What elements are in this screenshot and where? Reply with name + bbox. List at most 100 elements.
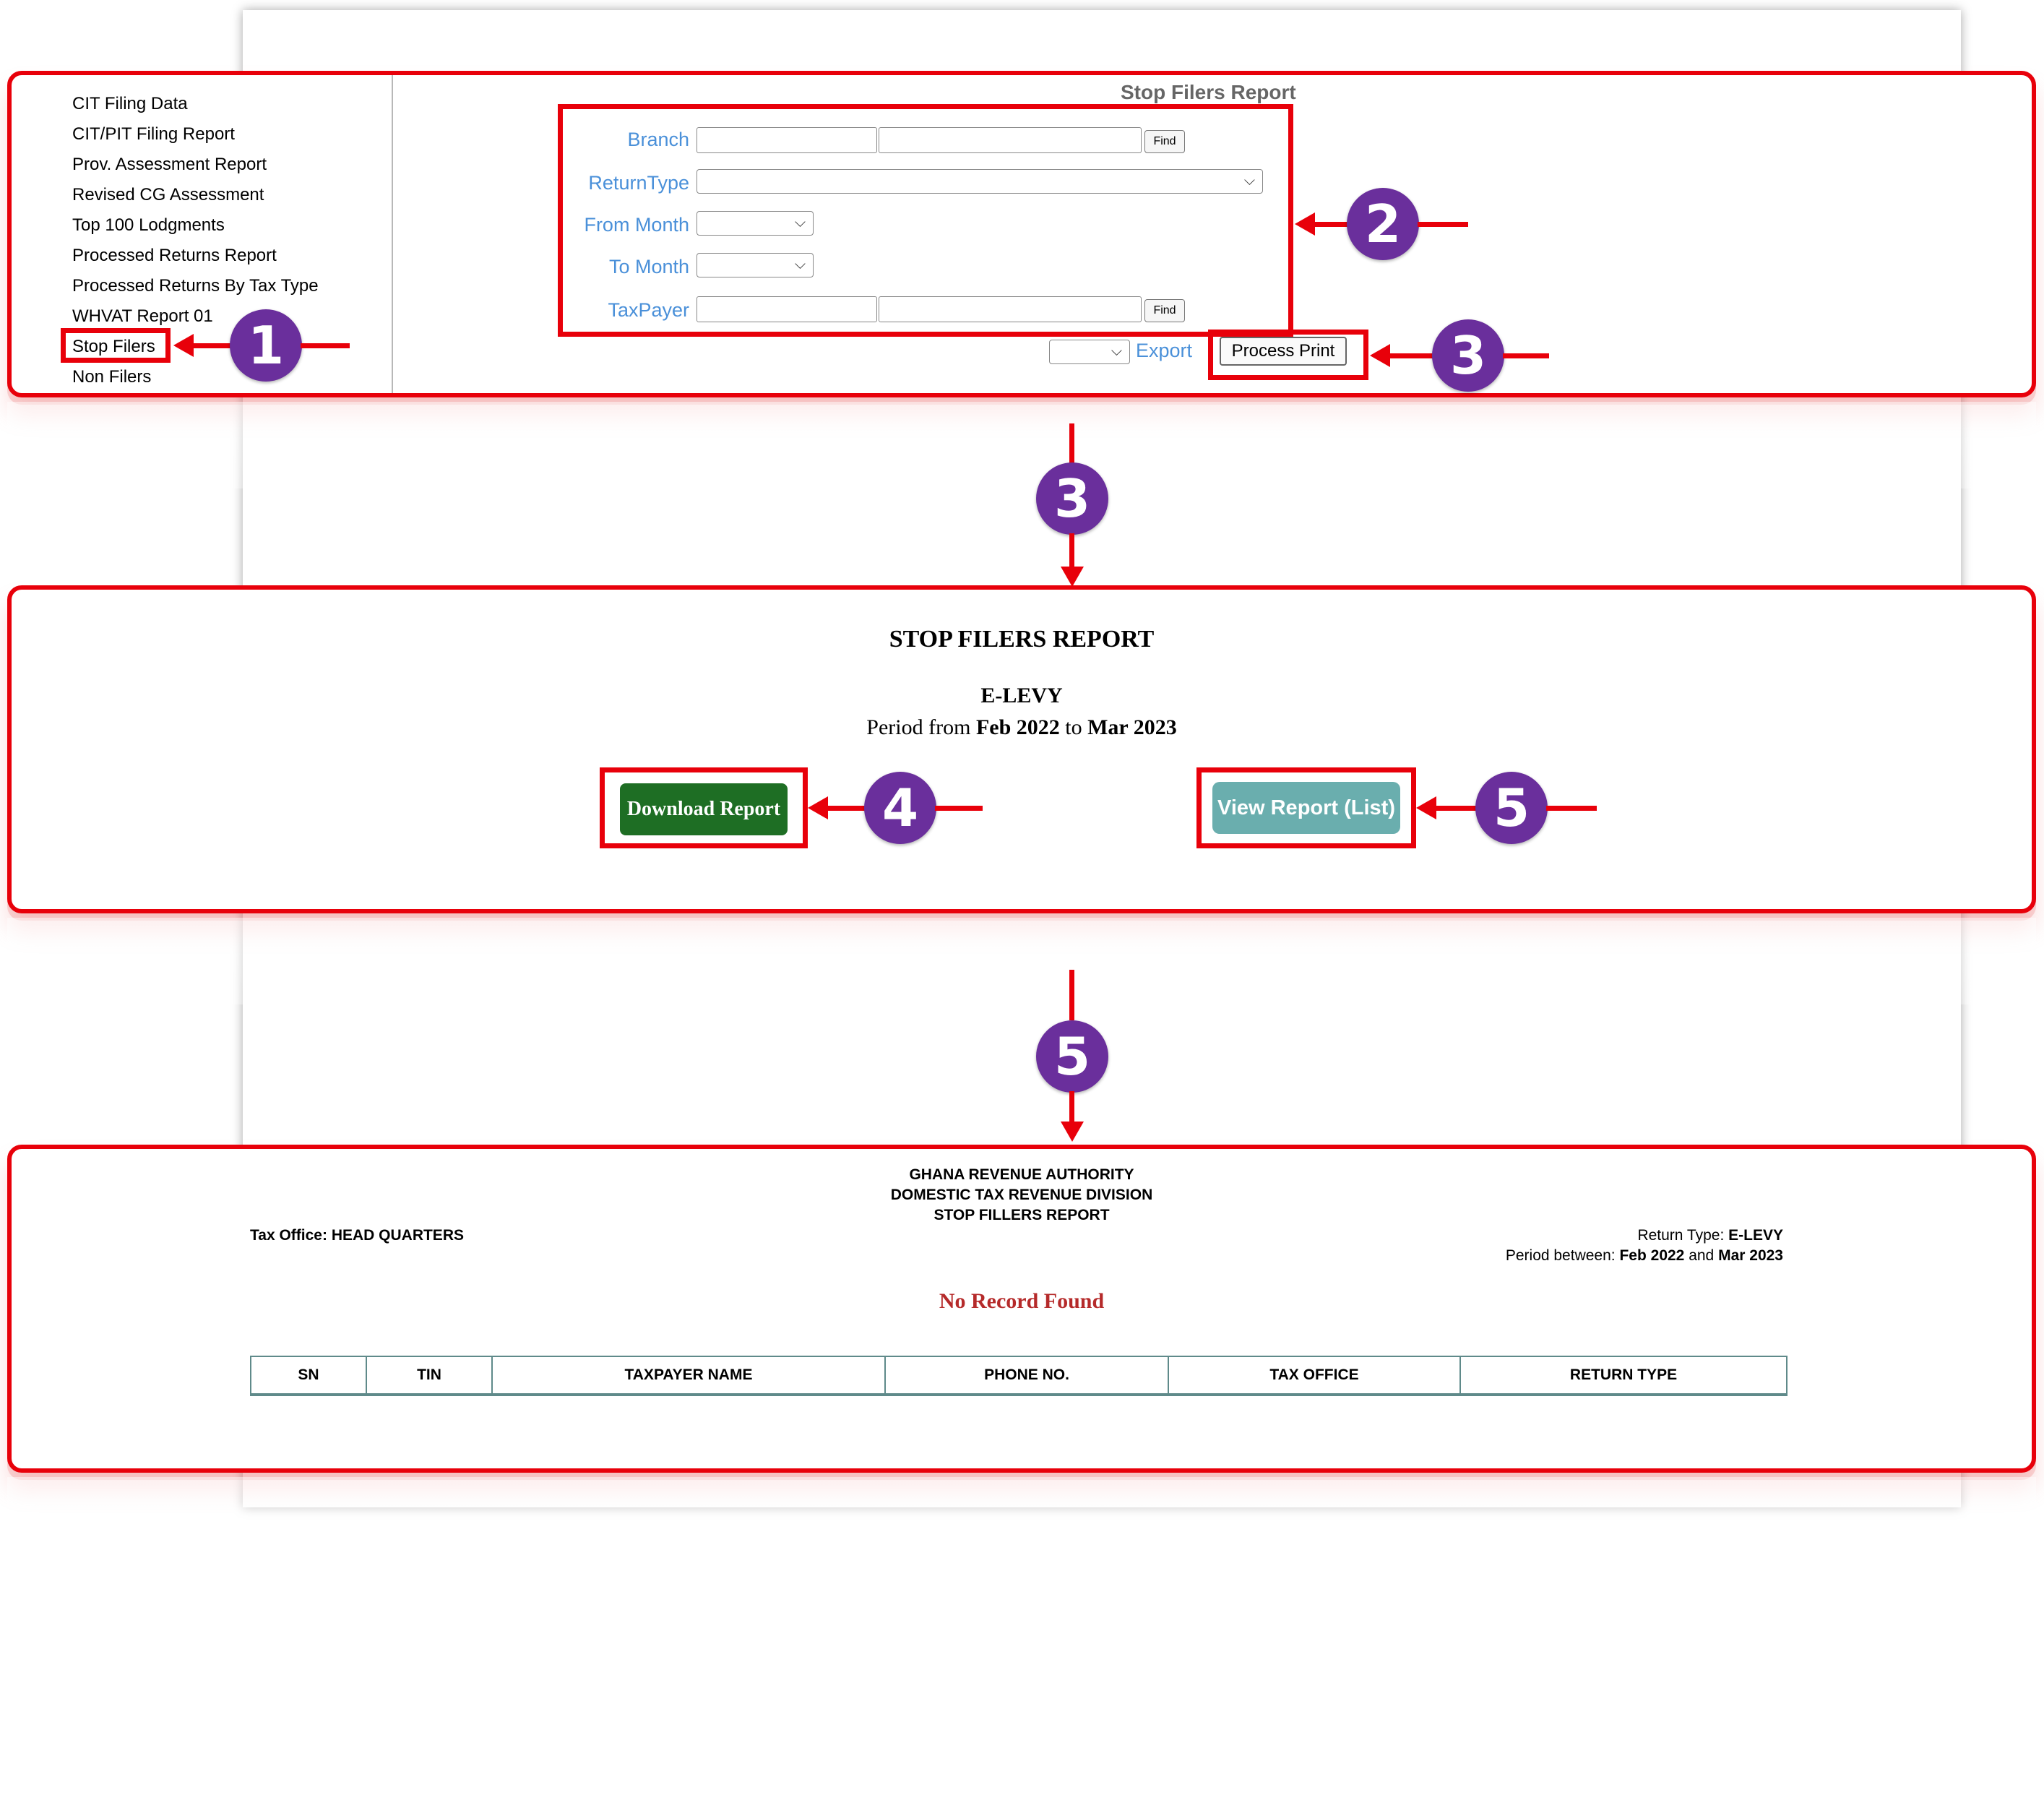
- report-division: DOMESTIC TAX REVENUE DIVISION: [890, 1187, 1153, 1203]
- highlight-form-fields: [558, 104, 1293, 337]
- download-report-button[interactable]: Download Report: [620, 783, 788, 835]
- highlight-view-list: [1196, 767, 1416, 848]
- highlight-stop-filers: [61, 328, 171, 363]
- period-between-from: Feb 2022: [1619, 1247, 1685, 1264]
- step-badge-5: 5: [1475, 772, 1548, 844]
- chevron-down-icon: ⌵: [794, 215, 806, 231]
- highlight-process-print: [1208, 330, 1368, 380]
- period-between-and: and: [1689, 1247, 1715, 1264]
- step-badge-3-flow: 3: [1036, 462, 1108, 535]
- summary-period: Period from Feb 2022 to Mar 2023: [12, 715, 2032, 740]
- arrow-icon: [173, 334, 194, 357]
- taxpayer-code-input[interactable]: [697, 296, 877, 322]
- column-header-tax-office: TAX OFFICE: [1168, 1356, 1461, 1396]
- period-prefix: Period from: [866, 715, 971, 739]
- taxpayer-name-input[interactable]: [879, 296, 1142, 322]
- return-type-value: E-LEVY: [1728, 1227, 1783, 1244]
- column-header-phone: PHONE NO.: [884, 1356, 1169, 1396]
- taxpayer-find-button[interactable]: Find: [1144, 299, 1185, 322]
- view-report-list-button[interactable]: View Report (List): [1212, 782, 1400, 834]
- connector-line: [935, 806, 983, 811]
- connector-line: [825, 806, 873, 811]
- sidebar-item-revised-cg-assessment[interactable]: Revised CG Assessment: [72, 185, 264, 205]
- tax-office-label: Tax Office:: [250, 1227, 327, 1244]
- arrow-icon: [1416, 796, 1436, 819]
- report-return-type: Return Type: E-LEVY: [1506, 1226, 1783, 1246]
- connector-line: [1069, 423, 1074, 496]
- step-panel-form: CIT Filing Data CIT/PIT Filing Report Pr…: [7, 71, 2036, 397]
- arrow-icon: [1061, 1122, 1084, 1142]
- process-print-button[interactable]: Process Print: [1220, 337, 1347, 366]
- connector-line: [1312, 222, 1355, 227]
- to-month-label: To Month: [608, 256, 689, 277]
- step-panel-report-list: GHANA REVENUE AUTHORITY DOMESTIC TAX REV…: [7, 1145, 2036, 1473]
- step-badge-5-flow: 5: [1036, 1020, 1108, 1093]
- sidebar-item-non-filers[interactable]: Non Filers: [72, 367, 152, 387]
- taxpayer-label: TaxPayer: [608, 299, 689, 321]
- report-meta: Return Type: E-LEVY Period between: Feb …: [1506, 1226, 1783, 1266]
- branch-find-button[interactable]: Find: [1144, 130, 1185, 153]
- column-header-sn: SN: [250, 1356, 367, 1396]
- sidebar-item-top-100-lodgments[interactable]: Top 100 Lodgments: [72, 215, 225, 235]
- step-badge-3: 3: [1432, 319, 1504, 392]
- connector-line: [1069, 970, 1074, 1020]
- branch-label: Branch: [627, 129, 689, 150]
- arrow-icon: [1370, 344, 1390, 367]
- connector-line: [1069, 1091, 1074, 1124]
- highlight-download: [600, 767, 808, 848]
- chevron-down-icon: ⌵: [794, 257, 806, 272]
- report-list-title: STOP FILLERS REPORT: [933, 1207, 1110, 1223]
- summary-return-type: E-LEVY: [980, 684, 1063, 707]
- sidebar-item-processed-returns-report[interactable]: Processed Returns Report: [72, 246, 277, 265]
- connector-line: [192, 343, 243, 348]
- connector-line: [301, 343, 350, 348]
- period-to-word: to: [1065, 715, 1082, 739]
- sidebar-item-whvat-report-01[interactable]: WHVAT Report 01: [72, 306, 213, 326]
- no-record-message: No Record Found: [939, 1289, 1105, 1313]
- connector-line: [1069, 533, 1074, 569]
- form-title: Stop Filers Report: [1121, 81, 1296, 103]
- summary-title: STOP FILERS REPORT: [889, 626, 1155, 653]
- step-badge-1: 1: [230, 309, 302, 382]
- returntype-select[interactable]: ⌵: [697, 169, 1263, 194]
- arrow-icon: [1061, 567, 1084, 587]
- return-type-label: Return Type:: [1637, 1227, 1725, 1244]
- panel-reflection: [7, 402, 2036, 488]
- chevron-down-icon: ⌵: [1243, 173, 1255, 189]
- export-link[interactable]: Export: [1136, 340, 1193, 361]
- table-header-row: SN TIN TAXPAYER NAME PHONE NO. TAX OFFIC…: [250, 1356, 1788, 1396]
- branch-name-input[interactable]: [879, 127, 1142, 153]
- arrow-icon: [808, 796, 828, 819]
- period-between-label: Period between:: [1505, 1247, 1616, 1264]
- period-from: Feb 2022: [975, 715, 1060, 739]
- tax-office-value: HEAD QUARTERS: [331, 1227, 464, 1244]
- to-month-select[interactable]: ⌵: [697, 253, 814, 277]
- chevron-down-icon: ⌵: [1111, 343, 1122, 359]
- export-format-select[interactable]: ⌵: [1049, 340, 1130, 364]
- period-to: Mar 2023: [1087, 715, 1177, 739]
- report-tax-office: Tax Office: HEAD QUARTERS: [250, 1226, 464, 1246]
- panel-reflection: [7, 918, 2036, 1004]
- connector-line: [1433, 806, 1484, 811]
- column-header-return-type: RETURN TYPE: [1459, 1356, 1788, 1396]
- step-badge-2: 2: [1347, 188, 1419, 260]
- sidebar-item-cit-filing-data[interactable]: CIT Filing Data: [72, 94, 188, 113]
- step-panel-summary: STOP FILERS REPORT E-LEVY Period from Fe…: [7, 585, 2036, 913]
- connector-line: [1546, 806, 1597, 811]
- branch-code-input[interactable]: [697, 127, 877, 153]
- sidebar-item-prov-assessment-report[interactable]: Prov. Assessment Report: [72, 155, 267, 174]
- from-month-select[interactable]: ⌵: [697, 211, 814, 236]
- connector-line: [1387, 353, 1438, 358]
- connector-line: [1418, 222, 1468, 227]
- step-badge-4: 4: [864, 772, 936, 844]
- sidebar-item-stop-filers[interactable]: Stop Filers: [72, 337, 155, 356]
- sidebar-item-processed-returns-by-tax-type[interactable]: Processed Returns By Tax Type: [72, 276, 319, 296]
- returntype-label: ReturnType: [588, 172, 689, 194]
- sidebar-item-cit-pit-filing-report[interactable]: CIT/PIT Filing Report: [72, 124, 235, 144]
- report-org: GHANA REVENUE AUTHORITY: [909, 1166, 1134, 1183]
- report-sidebar: CIT Filing Data CIT/PIT Filing Report Pr…: [12, 75, 393, 393]
- report-table: SN TIN TAXPAYER NAME PHONE NO. TAX OFFIC…: [250, 1356, 1788, 1396]
- from-month-label: From Month: [584, 214, 689, 236]
- column-header-taxpayer-name: TAXPAYER NAME: [491, 1356, 886, 1396]
- panel-reflection: [7, 1477, 2036, 1564]
